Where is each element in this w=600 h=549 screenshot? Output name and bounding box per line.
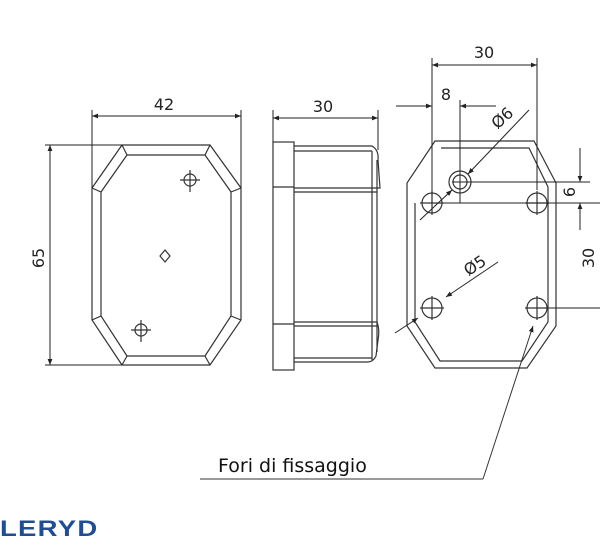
callout-label: Fori di fissaggio — [218, 455, 367, 477]
vertical-hole-spacing-label: 30 — [579, 248, 598, 268]
callout-leader — [200, 325, 534, 480]
side-view — [272, 141, 381, 371]
rear-view — [406, 140, 557, 369]
brand-logo: LERYD — [0, 516, 99, 541]
front-view-dimensions — [45, 110, 242, 366]
large-hole-diameter-label: Ø6 — [487, 103, 517, 132]
rear-offset-label: 8 — [441, 85, 451, 104]
front-width-label: 42 — [154, 95, 174, 114]
front-height-label: 65 — [29, 248, 48, 268]
rear-hole-spacing-label: 30 — [474, 43, 494, 62]
mounting-hole-icon — [525, 296, 549, 320]
screw-hole-icon — [131, 320, 151, 342]
mounting-hole-diameter-label: Ø5 — [460, 251, 490, 279]
screw-hole-icon — [180, 170, 200, 192]
front-view — [91, 144, 242, 366]
rear-view-dimensions — [394, 58, 600, 334]
vertical-offset-label: 6 — [560, 187, 579, 197]
mounting-hole-icon — [420, 296, 444, 320]
side-view-dimensions — [272, 110, 379, 150]
side-depth-label: 30 — [313, 97, 333, 116]
